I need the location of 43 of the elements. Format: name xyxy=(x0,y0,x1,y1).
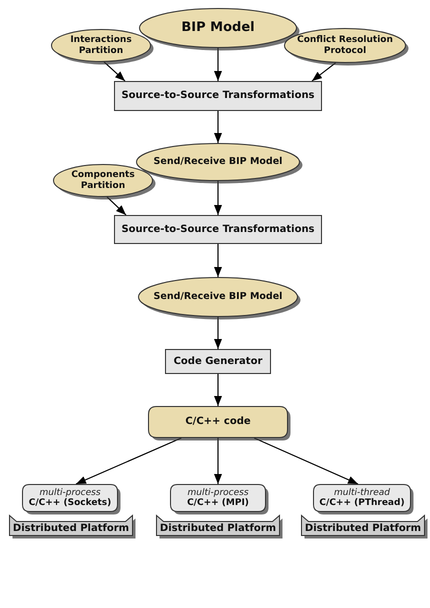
node-subtitle: multi-thread xyxy=(334,488,390,498)
arrow xyxy=(104,62,126,82)
node-label: Send/Receive BIP Model xyxy=(154,292,282,302)
arrow xyxy=(214,48,222,81)
platform-banner xyxy=(301,515,428,539)
target-box xyxy=(22,484,121,515)
node-label: Code Generator xyxy=(174,356,262,368)
arrow xyxy=(214,181,222,215)
node-label: Components Partition xyxy=(70,170,136,191)
process-box xyxy=(114,215,322,244)
arrow xyxy=(214,317,222,349)
node-label: C/C++ (Sockets) xyxy=(28,498,112,508)
node-label: Distributed Platform xyxy=(160,522,276,534)
platform-banner xyxy=(156,515,283,539)
node-label: Distributed Platform xyxy=(12,522,130,534)
code-box xyxy=(148,406,291,441)
node-label: Distributed Platform xyxy=(304,522,422,534)
node-subtitle: multi-process xyxy=(187,488,249,498)
model-ellipse xyxy=(284,28,409,66)
node-label: Source-to-Source Transformations xyxy=(121,90,315,102)
model-ellipse xyxy=(53,164,156,200)
arrow xyxy=(312,62,336,82)
arrow xyxy=(214,374,222,406)
target-box xyxy=(170,484,269,515)
node-label: C/C++ (MPI) xyxy=(187,498,249,508)
node-label: C/C++ (PThread) xyxy=(319,498,405,508)
node-label: Source-to-Source Transformations xyxy=(121,224,315,236)
node-label: C/C++ code xyxy=(185,416,251,428)
target-box xyxy=(313,484,414,515)
node-label: Conflict Resolution Protocol xyxy=(296,35,394,56)
arrow xyxy=(214,438,222,484)
arrow xyxy=(214,244,222,277)
node-subtitle: multi-process xyxy=(39,488,101,498)
model-ellipse xyxy=(51,29,154,65)
process-box xyxy=(165,349,271,374)
platform-banner xyxy=(9,515,136,539)
model-ellipse xyxy=(138,277,301,320)
node-label: Send/Receive BIP Model xyxy=(154,156,282,168)
process-box xyxy=(114,81,322,111)
arrow xyxy=(214,111,222,143)
node-label: Interactions Partition xyxy=(69,35,133,56)
model-ellipse xyxy=(136,143,303,184)
node-label: BIP Model xyxy=(181,20,255,36)
